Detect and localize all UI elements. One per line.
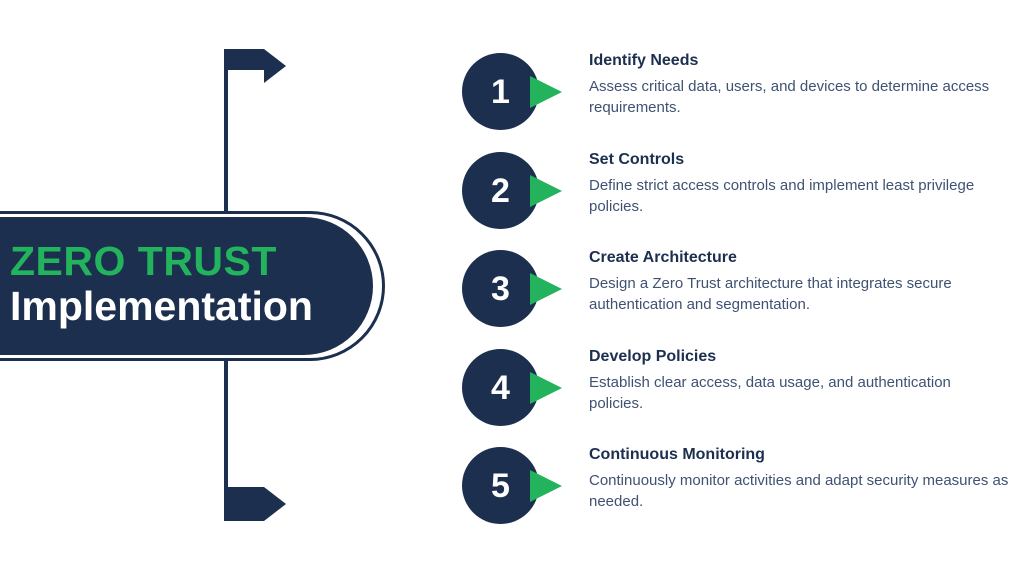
title-line-primary: ZERO TRUST: [10, 238, 277, 284]
title-assembly: ZERO TRUST Implementation: [0, 0, 420, 576]
step-item-1: 1 Identify Needs Assess critical data, u…: [460, 51, 1024, 151]
step-title-1: Identify Needs: [589, 52, 699, 69]
step-number-badge-3: 3: [462, 250, 539, 327]
step-pointer-triangle-icon-5: [530, 470, 562, 502]
step-item-3: 3 Create Architecture Design a Zero Trus…: [460, 248, 1024, 348]
step-number-badge-5: 5: [462, 447, 539, 524]
top-arrow-icon: [224, 49, 286, 83]
step-content-2: Set Controls Define strict access contro…: [589, 150, 1009, 217]
step-pointer-triangle-icon-4: [530, 372, 562, 404]
step-number-badge-4: 4: [462, 349, 539, 426]
step-pointer-triangle-icon-3: [530, 273, 562, 305]
bottom-arrow-icon: [224, 487, 286, 521]
title-card: ZERO TRUST Implementation: [0, 217, 373, 355]
step-marker-1: 1: [460, 51, 572, 131]
step-marker-2: 2: [460, 150, 572, 230]
step-description-1: Assess critical data, users, and devices…: [589, 78, 990, 116]
step-pointer-triangle-icon-2: [530, 175, 562, 207]
step-description-4: Establish clear access, data usage, and …: [589, 374, 951, 412]
step-title-4: Develop Policies: [589, 348, 717, 365]
step-marker-3: 3: [460, 248, 572, 328]
step-pointer-triangle-icon-1: [530, 76, 562, 108]
step-description-3: Design a Zero Trust architecture that in…: [589, 275, 952, 313]
step-marker-5: 5: [460, 445, 572, 525]
step-number-badge-1: 1: [462, 53, 539, 130]
step-title-2: Set Controls: [589, 151, 685, 168]
title-line-secondary: Implementation: [10, 283, 313, 329]
step-description-5: Continuously monitor activities and adap…: [589, 472, 1009, 510]
step-item-5: 5 Continuous Monitoring Continuously mon…: [460, 445, 1024, 545]
step-content-3: Create Architecture Design a Zero Trust …: [589, 248, 1009, 315]
step-marker-4: 4: [460, 347, 572, 427]
step-content-1: Identify Needs Assess critical data, use…: [589, 51, 1009, 118]
step-content-5: Continuous Monitoring Continuously monit…: [589, 445, 1009, 512]
step-title-5: Continuous Monitoring: [589, 446, 765, 463]
step-title-3: Create Architecture: [589, 249, 737, 266]
step-item-2: 2 Set Controls Define strict access cont…: [460, 150, 1024, 250]
steps-list: 1 Identify Needs Assess critical data, u…: [460, 0, 1024, 576]
step-item-4: 4 Develop Policies Establish clear acces…: [460, 347, 1024, 447]
step-number-badge-2: 2: [462, 152, 539, 229]
step-description-2: Define strict access controls and implem…: [589, 177, 975, 215]
step-content-4: Develop Policies Establish clear access,…: [589, 347, 1009, 414]
title-card-text: ZERO TRUST Implementation: [10, 239, 350, 329]
